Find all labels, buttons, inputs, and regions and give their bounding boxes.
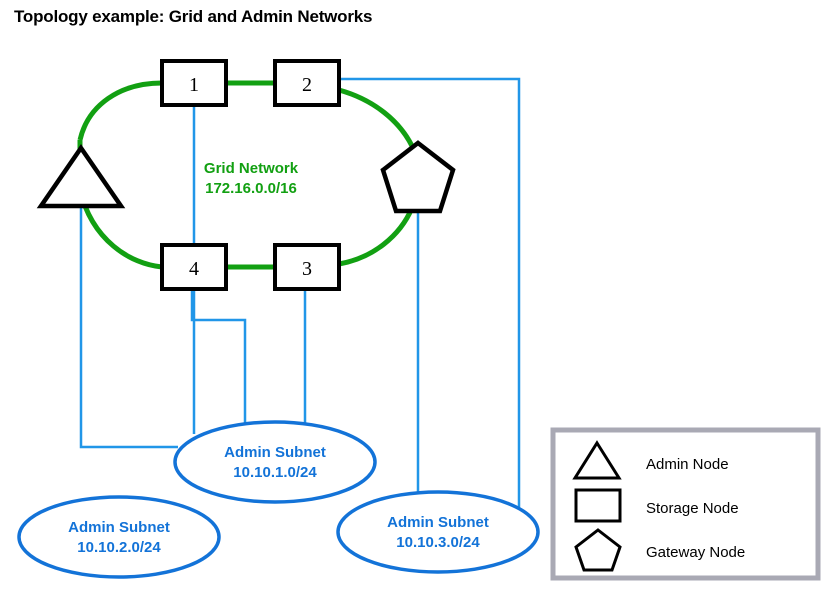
admin-subnet-3[interactable]: Admin Subnet 10.10.3.0/24 (336, 490, 540, 574)
admin-subnet-2[interactable]: Admin Subnet 10.10.2.0/24 (17, 495, 221, 579)
storage-node-3-label: 3 (302, 258, 312, 280)
storage-node-2[interactable]: 2 (273, 59, 341, 107)
admin-network-connectors (79, 77, 521, 513)
page-title: Topology example: Grid and Admin Network… (14, 7, 373, 26)
legend-item-gateway-node: Gateway Node (574, 528, 745, 572)
triangle-icon (572, 440, 622, 480)
admin-subnet-3-cidr: 10.10.3.0/24 (396, 534, 480, 551)
gateway-node-pentagon[interactable] (380, 140, 456, 214)
admin-subnet-3-name: Admin Subnet (387, 514, 489, 531)
rectangle-icon (574, 488, 622, 523)
legend-label-storage-node: Storage Node (646, 500, 739, 517)
admin-subnet-2-cidr: 10.10.2.0/24 (77, 539, 161, 556)
admin-subnet-1-cidr: 10.10.1.0/24 (233, 464, 317, 481)
pentagon-icon (574, 528, 622, 572)
storage-node-3[interactable]: 3 (273, 243, 341, 291)
grid-network-label: Grid Network 172.16.0.0/16 (204, 160, 299, 197)
legend-label-gateway-node: Gateway Node (646, 544, 745, 561)
connector-node2-to-subnet3 (339, 77, 521, 513)
connector-node4-to-subnet1 (190, 289, 247, 430)
storage-node-4[interactable]: 4 (160, 243, 228, 291)
admin-node-triangle[interactable] (36, 144, 126, 209)
connector-admin-to-subnet1 (79, 206, 178, 449)
admin-subnet-2-name: Admin Subnet (68, 519, 170, 536)
legend-label-admin-node: Admin Node (646, 456, 729, 473)
legend-item-storage-node: Storage Node (574, 488, 739, 523)
storage-node-1-label: 1 (189, 74, 199, 96)
legend: Admin Node Storage Node Gateway Node (550, 427, 821, 581)
legend-item-admin-node: Admin Node (572, 440, 729, 480)
storage-node-4-label: 4 (189, 258, 199, 280)
storage-node-1[interactable]: 1 (160, 59, 228, 107)
storage-node-2-label: 2 (302, 74, 312, 96)
admin-subnet-1-name: Admin Subnet (224, 444, 326, 461)
grid-network-name: Grid Network (204, 160, 299, 177)
grid-network-cidr: 172.16.0.0/16 (205, 180, 297, 197)
admin-subnet-1[interactable]: Admin Subnet 10.10.1.0/24 (173, 420, 377, 504)
